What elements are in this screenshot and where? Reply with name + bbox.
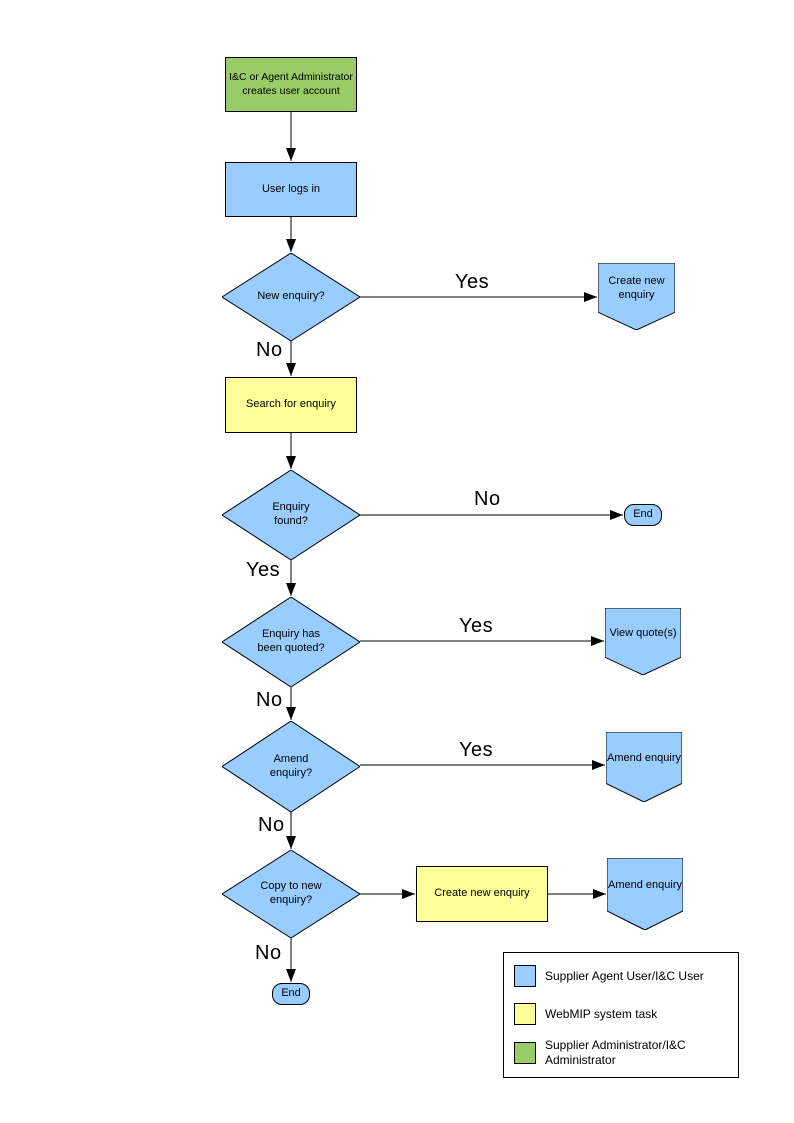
edge-label-amend-yes: Yes [459,739,494,761]
node-amend-enquiry-label: Amend enquiry [607,752,681,765]
node-create-account-label: I&C or Agent Administrator creates user … [229,71,353,97]
node-create-new-enquiry: Create new enquiry [598,263,675,330]
node-new-enquiry-label: New enquiry? [257,290,325,303]
legend-swatch-green [514,1042,536,1064]
diamond-icon [222,721,360,812]
node-amend-enquiry: Amend enquiry [606,732,682,802]
edge-label-enquiry-quoted-yes: Yes [459,615,494,637]
node-view-quotes-label: View quote(s) [609,626,677,639]
pentagon-icon [607,858,683,930]
node-create-new-enquiry-task-label: Create new enquiry [434,887,530,900]
edge-label-enquiry-found-no: No [474,488,501,510]
diamond-icon [222,597,360,687]
edge-label-enquiry-found-yes: Yes [246,559,281,581]
edge-label-new-enquiry-no: No [256,339,283,361]
node-new-enquiry-decision: New enquiry? [222,253,360,341]
legend-box: Supplier Agent User/I&C User WebMIP syst… [503,952,739,1078]
node-enquiry-found-decision: Enquiry found? [222,470,360,560]
node-amend-enquiry-2: Amend enquiry [607,858,683,930]
legend-swatch-yellow [514,1003,536,1025]
legend-item-user: Supplier Agent User/I&C User [514,965,704,987]
node-enquiry-found-label: Enquiry found? [272,501,310,527]
diamond-icon [222,253,360,341]
edge-label-new-enquiry-yes: Yes [455,271,490,293]
node-view-quotes: View quote(s) [605,608,681,675]
legend-swatch-blue [514,965,536,987]
node-create-new-enquiry-task: Create new enquiry [416,866,548,922]
legend-label-admin: Supplier Administrator/I&C Administrator [545,1038,686,1067]
node-end-right: End [624,504,662,526]
edge-label-amend-no: No [258,814,285,836]
node-create-account: I&C or Agent Administrator creates user … [225,57,357,112]
node-amend-enquiry-2-label: Amend enquiry [608,879,682,892]
pentagon-icon [606,732,682,802]
node-copy-to-new-label: Copy to new enquiry? [260,880,322,906]
node-search-for-enquiry-label: Search for enquiry [246,398,336,411]
node-end-bottom: End [272,983,310,1005]
edge-label-enquiry-quoted-no: No [256,689,283,711]
node-search-for-enquiry: Search for enquiry [225,377,357,433]
legend-item-system: WebMIP system task [514,1003,657,1025]
node-copy-to-new-decision: Copy to new enquiry? [222,850,360,938]
legend-item-admin: Supplier Administrator/I&C Administrator [514,1038,686,1068]
legend-label-system: WebMIP system task [545,1006,658,1021]
node-amend-enquiry-decision: Amend enquiry? [222,721,360,812]
node-end-right-label: End [633,508,653,521]
pentagon-icon [605,608,681,675]
node-user-logs-in-label: User logs in [261,182,321,195]
node-user-logs-in: User logs in [225,162,357,217]
node-create-new-enquiry-label: Create new enquiry [608,274,665,301]
node-amend-enquiry-decision-label: Amend enquiry? [269,752,313,779]
diamond-icon [222,470,360,560]
node-end-bottom-label: End [281,987,301,1000]
edge-label-copy-no: No [255,942,282,964]
legend-label-user: Supplier Agent User/I&C User [545,968,704,983]
node-enquiry-quoted-label: Enquiry has been quoted? [257,628,325,654]
node-enquiry-quoted-decision: Enquiry has been quoted? [222,597,360,687]
pentagon-icon [598,263,675,330]
diamond-icon [222,850,360,938]
